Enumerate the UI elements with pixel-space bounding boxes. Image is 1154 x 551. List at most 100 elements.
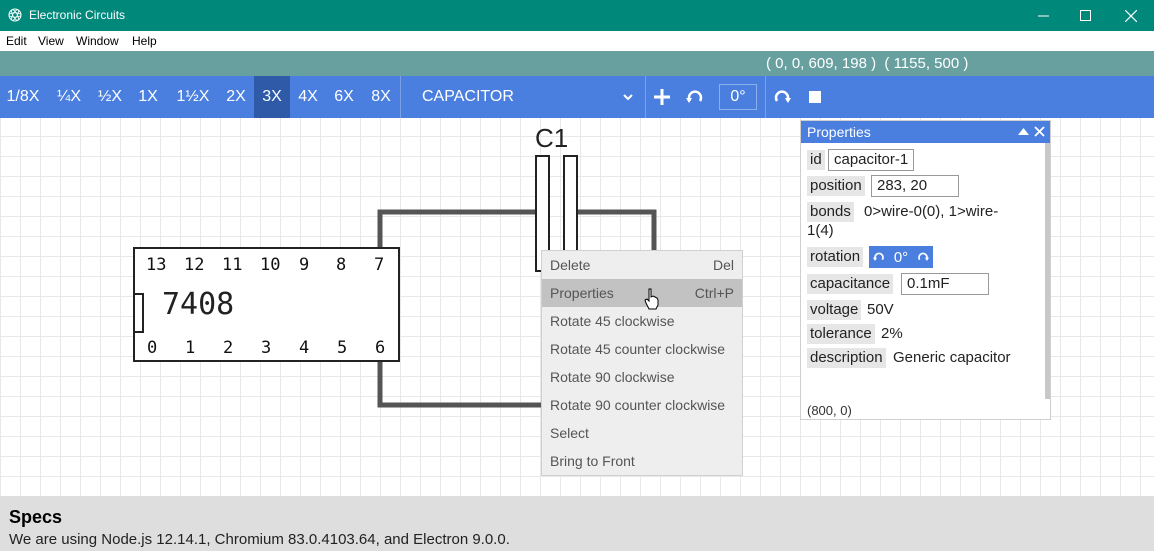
prop-voltage-value: 50V — [867, 301, 894, 318]
chip-pin-5: 5 — [337, 338, 347, 358]
prop-capacitance-input[interactable]: 0.1mF — [901, 273, 989, 295]
rotate-ccw-button[interactable] — [680, 76, 710, 118]
plus-icon — [654, 89, 670, 105]
context-rotate-90-cw-label: Rotate 90 clockwise — [550, 369, 675, 385]
menu-window[interactable]: Window — [76, 34, 119, 48]
context-rotate-90-ccw-label: Rotate 90 counter clockwise — [550, 397, 726, 413]
prop-position-input[interactable]: 283, 20 — [871, 175, 959, 197]
chip-pin-3: 3 — [261, 338, 271, 358]
add-part-button[interactable] — [647, 76, 677, 118]
properties-scrollbar[interactable] — [1045, 143, 1050, 399]
coordinate-readout: ( 0, 0, 609, 198 ) ( 1155, 500 ) — [766, 55, 969, 72]
chevron-down-icon[interactable] — [621, 88, 635, 106]
stop-button[interactable] — [800, 76, 830, 118]
rotation-control: 0° — [869, 246, 933, 268]
zoom-6x-button[interactable]: 6X — [334, 88, 354, 105]
chip-pin-13: 13 — [146, 255, 166, 275]
prop-description-label: description — [807, 348, 886, 368]
context-rotate-45-ccw[interactable]: Rotate 45 counter clockwise — [542, 335, 742, 363]
rotate-ccw-icon — [686, 90, 703, 103]
coordinate-bar: ( 0, 0, 609, 198 ) ( 1155, 500 ) — [0, 51, 1154, 76]
chip-pin-11: 11 — [222, 255, 242, 275]
menu-view[interactable]: View — [38, 34, 64, 48]
chip-pin-10: 10 — [260, 255, 280, 275]
properties-title: Properties — [807, 124, 871, 140]
menu-bar: Edit View Window Help — [0, 31, 1154, 51]
context-select[interactable]: Select — [542, 419, 742, 447]
context-properties[interactable]: Properties Ctrl+P — [542, 279, 742, 307]
context-rotate-90-ccw[interactable]: Rotate 90 counter clockwise — [542, 391, 742, 419]
zoom-3x-button[interactable]: 3X — [254, 76, 290, 118]
rotate-ccw-icon[interactable] — [873, 251, 885, 263]
rotate-cw-icon[interactable] — [917, 251, 929, 263]
context-rotate-45-ccw-label: Rotate 45 counter clockwise — [550, 341, 726, 357]
zoom-4x-button[interactable]: 4X — [298, 88, 318, 105]
rotation-angle-field[interactable]: 0° — [719, 84, 757, 110]
rotate-cw-button[interactable] — [767, 76, 797, 118]
prop-rotation-label: rotation — [807, 247, 864, 267]
close-icon — [1125, 9, 1137, 22]
zoom-8x-button[interactable]: 8X — [371, 88, 391, 105]
zoom-quarter-button[interactable]: ¼X — [56, 88, 81, 105]
context-bring-to-front-label: Bring to Front — [550, 453, 635, 469]
maximize-button[interactable] — [1062, 0, 1108, 31]
chip-pin-4: 4 — [299, 338, 309, 358]
prop-bonds-label: bonds — [807, 202, 854, 222]
maximize-icon — [1079, 10, 1091, 21]
zoom-1x-button[interactable]: 1X — [138, 88, 158, 105]
context-select-label: Select — [550, 425, 589, 441]
rotate-cw-icon — [774, 90, 791, 103]
rotation-value: 0° — [893, 248, 909, 266]
chip-pin-9: 9 — [299, 255, 309, 275]
chip-pin-8: 8 — [336, 255, 346, 275]
context-properties-label: Properties — [550, 285, 614, 301]
context-delete[interactable]: Delete Del — [542, 251, 742, 279]
context-rotate-45-cw-label: Rotate 45 clockwise — [550, 313, 675, 329]
toolbar: 1/8X ¼X ½X 1X 1½X 2X 3X 4X 6X 8X CAPACIT… — [0, 76, 1154, 118]
context-rotate-45-cw[interactable]: Rotate 45 clockwise — [542, 307, 742, 335]
prop-description-value: Generic capacitor — [893, 349, 1011, 366]
prop-voltage-label: voltage — [807, 300, 862, 320]
chip-pin-1: 1 — [185, 338, 195, 358]
hand-cursor-icon — [644, 288, 659, 310]
menu-edit[interactable]: Edit — [6, 34, 27, 48]
properties-footer-position: (800, 0) — [807, 403, 852, 418]
chip-7408[interactable] — [133, 247, 400, 362]
properties-header: Properties — [801, 121, 1050, 143]
app-logo-icon — [8, 8, 22, 22]
title-bar: Electronic Circuits — [0, 0, 1154, 31]
context-delete-shortcut: Del — [712, 257, 734, 273]
toolbar-divider — [400, 76, 401, 118]
zoom-half-button[interactable]: ½X — [97, 88, 122, 105]
prop-capacitance-label: capacitance — [807, 274, 894, 294]
specs-text: We are using Node.js 12.14.1, Chromium 8… — [9, 531, 510, 548]
chip-notch — [133, 293, 144, 333]
capacitor-label: C1 — [535, 123, 568, 153]
close-panel-icon[interactable] — [1034, 126, 1045, 137]
menu-help[interactable]: Help — [132, 34, 157, 48]
specs-footer: Specs We are using Node.js 12.14.1, Chro… — [0, 496, 1154, 551]
zoom-2x-button[interactable]: 2X — [226, 88, 246, 105]
collapse-up-icon[interactable] — [1018, 127, 1029, 136]
context-rotate-90-cw[interactable]: Rotate 90 clockwise — [542, 363, 742, 391]
context-properties-shortcut: Ctrl+P — [694, 285, 734, 301]
prop-bonds-value: 0>wire-0(0), 1>wire- — [864, 203, 999, 220]
minimize-button[interactable] — [1020, 0, 1066, 31]
chip-pin-7: 7 — [374, 255, 384, 275]
context-menu: Delete Del Properties Ctrl+P Rotate 45 c… — [541, 250, 743, 476]
part-type-select[interactable]: CAPACITOR — [422, 88, 514, 105]
chip-pin-12: 12 — [184, 255, 204, 275]
chip-pin-0: 0 — [147, 338, 157, 358]
context-delete-label: Delete — [550, 257, 591, 273]
toolbar-divider — [765, 76, 766, 118]
prop-bonds-value-cont: 1(4) — [807, 222, 834, 239]
chip-pin-6: 6 — [375, 338, 385, 358]
zoom-1-5x-button[interactable]: 1½X — [176, 88, 210, 105]
prop-id-input[interactable]: capacitor-1 — [828, 149, 915, 171]
specs-title: Specs — [9, 507, 63, 527]
zoom-1-8x-button[interactable]: 1/8X — [6, 88, 40, 105]
prop-tolerance-value: 2% — [881, 325, 903, 342]
close-window-button[interactable] — [1108, 0, 1154, 31]
wire-0[interactable] — [377, 209, 538, 248]
context-bring-to-front[interactable]: Bring to Front — [542, 447, 742, 475]
